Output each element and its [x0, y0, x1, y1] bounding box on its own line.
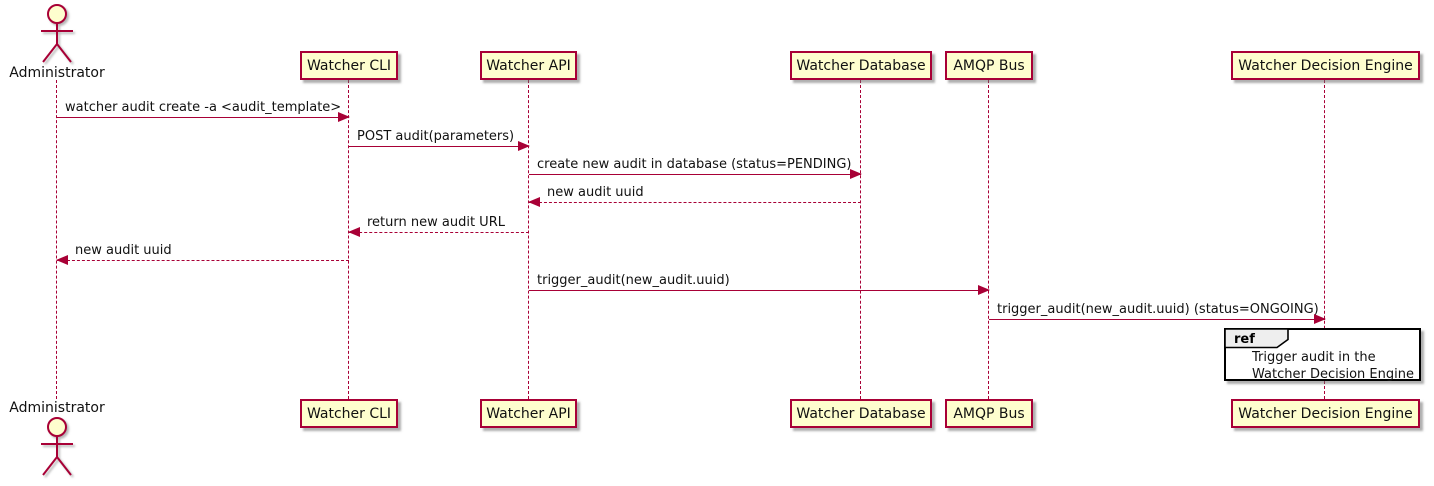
message-4: new audit uuid	[528, 185, 861, 207]
participant-watcher-database-bottom: Watcher Database	[790, 399, 932, 428]
message-6: new audit uuid	[56, 243, 349, 265]
ref-body: Trigger audit in the Watcher Decision En…	[1252, 349, 1414, 383]
participant-amqp-bus-bottom: AMQP Bus	[945, 399, 1033, 428]
lifeline-amqp-bus	[988, 80, 989, 399]
arrowhead-left-icon	[56, 255, 68, 265]
arrowhead-right-icon	[338, 112, 350, 122]
message-7-line	[529, 285, 990, 295]
participant-watcher-database-top: Watcher Database	[790, 51, 932, 80]
participant-watcher-decision-engine-bottom: Watcher Decision Engine	[1231, 399, 1420, 428]
message-6-line	[56, 255, 349, 265]
ref-body-line-1: Trigger audit in the	[1252, 350, 1376, 365]
participant-watcher-cli-top: Watcher CLI	[300, 51, 398, 80]
participant-watcher-api-bottom: Watcher API	[480, 399, 577, 428]
arrowhead-right-icon	[850, 169, 862, 179]
message-2-label: POST audit(parameters)	[357, 129, 515, 144]
actor-label-top: Administrator	[9, 65, 105, 81]
message-2-line	[349, 141, 530, 151]
lifeline-watcher-cli	[348, 80, 349, 399]
message-6-label: new audit uuid	[75, 243, 172, 258]
message-4-label: new audit uuid	[547, 185, 644, 200]
message-8: trigger_audit(new_audit.uuid) (status=ON…	[989, 302, 1326, 324]
ref-body-line-2: Watcher Decision Engine	[1252, 367, 1414, 382]
participant-watcher-api-top: Watcher API	[480, 51, 577, 80]
actor-label-bottom: Administrator	[9, 400, 105, 416]
administrator-actor-icon	[41, 4, 73, 63]
arrowhead-left-icon	[528, 197, 540, 207]
participant-amqp-bus-top: AMQP Bus	[945, 51, 1033, 80]
message-7: trigger_audit(new_audit.uuid)	[529, 273, 990, 295]
message-5-label: return new audit URL	[367, 215, 505, 230]
message-8-label: trigger_audit(new_audit.uuid) (status=ON…	[997, 302, 1319, 317]
arrowhead-right-icon	[978, 285, 990, 295]
lifeline-watcher-api	[528, 80, 529, 399]
message-5-line	[348, 227, 529, 237]
message-2: POST audit(parameters)	[349, 129, 530, 151]
message-8-line	[989, 314, 1326, 324]
lifeline-watcher-decision-engine	[1324, 80, 1325, 399]
message-5: return new audit URL	[348, 215, 529, 237]
message-3-label: create new audit in database (status=PEN…	[537, 157, 852, 172]
message-1: watcher audit create -a <audit_template>	[57, 100, 350, 122]
arrowhead-right-icon	[518, 141, 530, 151]
administrator-actor-icon	[41, 417, 73, 476]
participant-watcher-decision-engine-top: Watcher Decision Engine	[1231, 51, 1420, 80]
lifeline-administrator	[56, 80, 57, 399]
arrowhead-left-icon	[348, 227, 360, 237]
arrowhead-right-icon	[1314, 314, 1326, 324]
message-1-label: watcher audit create -a <audit_template>	[65, 100, 342, 115]
message-1-line	[57, 112, 350, 122]
ref-fragment: ref Trigger audit in the Watcher Decisio…	[1224, 328, 1421, 383]
message-3-line	[529, 169, 862, 179]
lifeline-watcher-database	[860, 80, 861, 399]
participant-watcher-cli-bottom: Watcher CLI	[300, 399, 398, 428]
ref-tab-icon: ref	[1224, 328, 1289, 349]
ref-keyword: ref	[1234, 332, 1255, 347]
message-3: create new audit in database (status=PEN…	[529, 157, 862, 179]
message-7-label: trigger_audit(new_audit.uuid)	[537, 273, 730, 288]
message-4-line	[528, 197, 861, 207]
